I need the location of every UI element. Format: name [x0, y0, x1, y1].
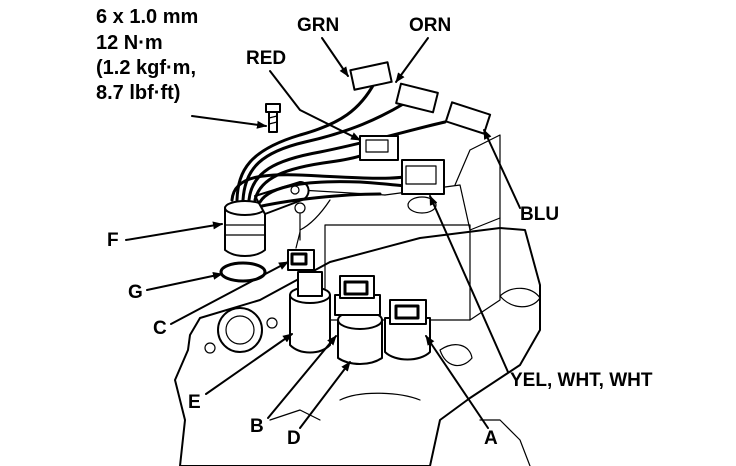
label-g: G	[128, 282, 143, 303]
leader-e	[205, 333, 293, 395]
label-blu: BLU	[520, 204, 559, 225]
label-yel-wht-wht: YEL, WHT, WHT	[510, 370, 653, 391]
label-grn: GRN	[297, 15, 339, 36]
leader-yel-wht-wht	[429, 195, 509, 373]
leader-d	[299, 361, 351, 429]
label-f: F	[107, 230, 119, 251]
torque-spec-line4: 8.7 lbf·ft)	[96, 82, 180, 104]
label-red: RED	[246, 48, 286, 69]
label-b: B	[250, 416, 264, 437]
solenoid-valve-b	[334, 275, 381, 316]
leader-c	[170, 261, 289, 325]
solenoid-valve-a	[384, 299, 431, 361]
leader-f	[125, 221, 223, 241]
label-d: D	[287, 428, 301, 449]
label-c: C	[153, 318, 167, 339]
connector-orn	[395, 82, 439, 114]
label-a: A	[484, 428, 498, 449]
leader-a	[425, 335, 489, 429]
leader-grn	[321, 37, 349, 77]
connector-red	[359, 135, 399, 161]
mounting-bolt	[265, 103, 281, 133]
leader-g	[146, 271, 223, 291]
torque-spec-line1: 6 x 1.0 mm	[96, 6, 198, 28]
leader-orn	[395, 37, 429, 83]
connector-blu	[444, 101, 492, 135]
solenoid-connector-c	[287, 249, 315, 271]
solenoid-valve-d	[337, 310, 383, 365]
leader-red	[269, 70, 361, 141]
torque-spec-line3: (1.2 kgf·m,	[96, 57, 196, 79]
leader-b	[267, 335, 337, 419]
label-orn: ORN	[409, 15, 451, 36]
leader-blu	[483, 129, 521, 209]
label-e: E	[188, 392, 201, 413]
torque-spec: 6 x 1.0 mm 12 N·m (1.2 kgf·m, 8.7 lbf·ft…	[96, 6, 267, 129]
connector-yel-wht-wht	[401, 159, 445, 195]
torque-bolt-leader	[191, 115, 267, 129]
torque-spec-line2: 12 N·m	[96, 32, 163, 54]
connector-grn	[349, 61, 393, 91]
solenoid-valve-e	[289, 271, 331, 354]
